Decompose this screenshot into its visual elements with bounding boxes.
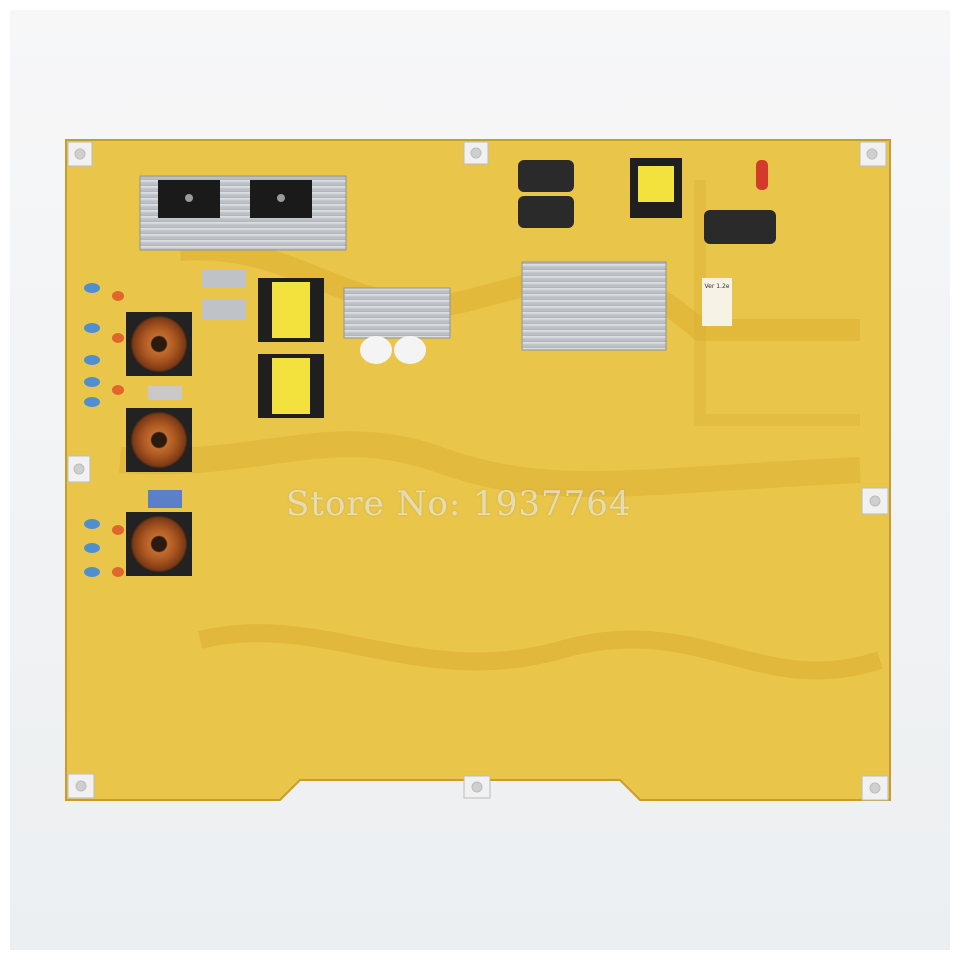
heatsink bbox=[521, 261, 667, 351]
store-watermark: Store No: 1937764 bbox=[286, 484, 632, 524]
electrolytic-capacitor bbox=[518, 160, 776, 244]
mounting-tab bbox=[67, 141, 889, 801]
version-label: Ver 1.2e bbox=[702, 278, 732, 326]
heatsink bbox=[343, 287, 451, 339]
toroid-coil bbox=[126, 312, 192, 576]
top-heatsink bbox=[139, 175, 347, 251]
ceramic-capacitor bbox=[84, 283, 100, 577]
transformer bbox=[258, 278, 324, 418]
